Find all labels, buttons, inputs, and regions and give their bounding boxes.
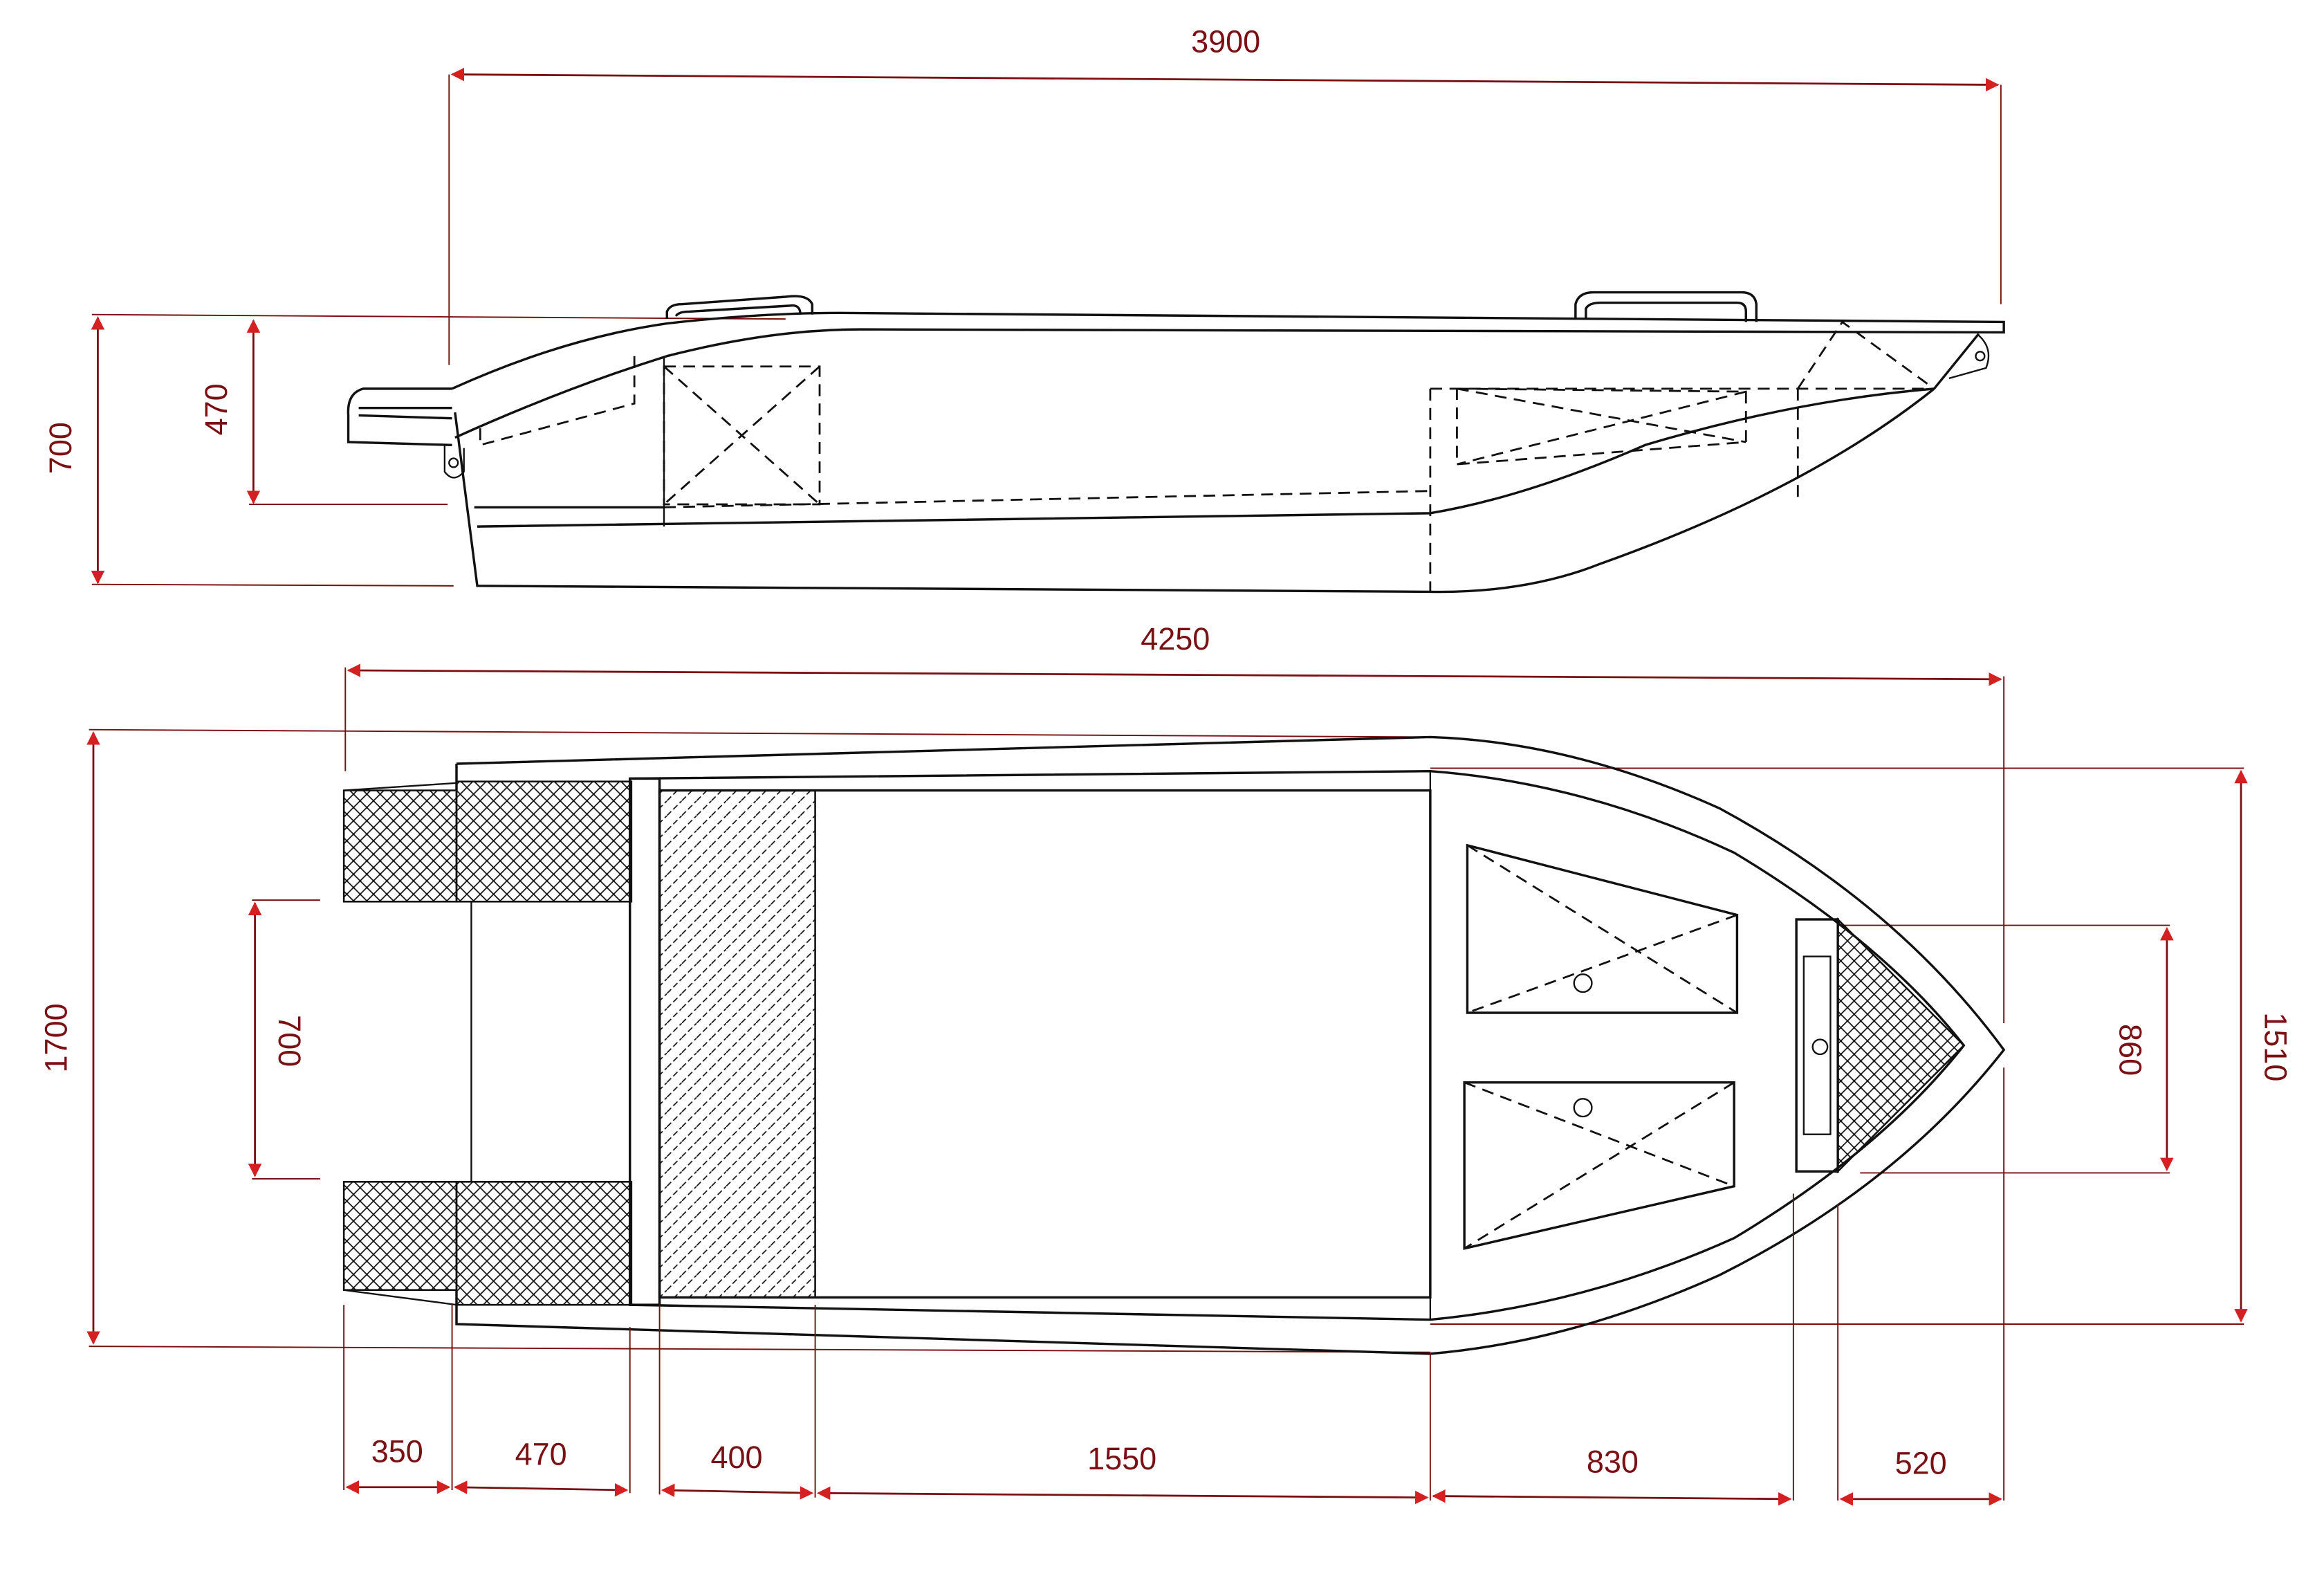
top-view: 4250 1700 700 1510 860 xyxy=(38,621,2293,1506)
segment-label: 1550 xyxy=(1087,1441,1156,1476)
seat-hatched xyxy=(658,789,816,1299)
bow-handle xyxy=(1574,291,1758,322)
side-view: 3900 700 470 xyxy=(43,24,2005,594)
segment-dimensions: 350 470 400 1550 830 520 xyxy=(343,1067,2005,1506)
segment-label: 830 xyxy=(1587,1444,1639,1479)
dim-label: 4250 xyxy=(1141,621,1210,657)
side-hull xyxy=(443,311,2005,594)
dim-label: 700 xyxy=(43,422,78,474)
dim-bow-inner-860: 860 xyxy=(1838,924,2174,1174)
dim-label: 470 xyxy=(199,383,234,435)
segment-label: 400 xyxy=(710,1440,762,1475)
dim-label: 1700 xyxy=(38,1003,73,1072)
dim-bow-width-1510: 1510 xyxy=(1430,767,2293,1325)
dim-transom-gap-700: 700 xyxy=(248,899,320,1180)
dim-label: 700 xyxy=(272,1015,307,1067)
stern-handle xyxy=(347,387,452,446)
transom-panels xyxy=(342,780,633,1306)
bow-locker xyxy=(1795,917,1966,1174)
dim-height-700: 700 xyxy=(43,313,786,587)
segment-label: 350 xyxy=(371,1433,423,1469)
dim-length-4250: 4250 xyxy=(344,621,2005,1023)
top-hull xyxy=(343,735,2006,1355)
dim-label: 1510 xyxy=(2258,1012,2293,1081)
dim-length-3900: 3900 xyxy=(448,24,2002,365)
segment-label: 470 xyxy=(515,1437,567,1472)
segment-label: 520 xyxy=(1895,1445,1947,1480)
dim-label: 860 xyxy=(2112,1024,2148,1076)
dim-label: 3900 xyxy=(1191,24,1260,59)
dim-width-1700: 1700 xyxy=(38,728,1430,1353)
side-hidden-lines xyxy=(479,320,1935,592)
mid-handle xyxy=(665,295,813,320)
dim-height-470: 470 xyxy=(199,319,448,505)
bow-hatches xyxy=(1463,843,1739,1250)
